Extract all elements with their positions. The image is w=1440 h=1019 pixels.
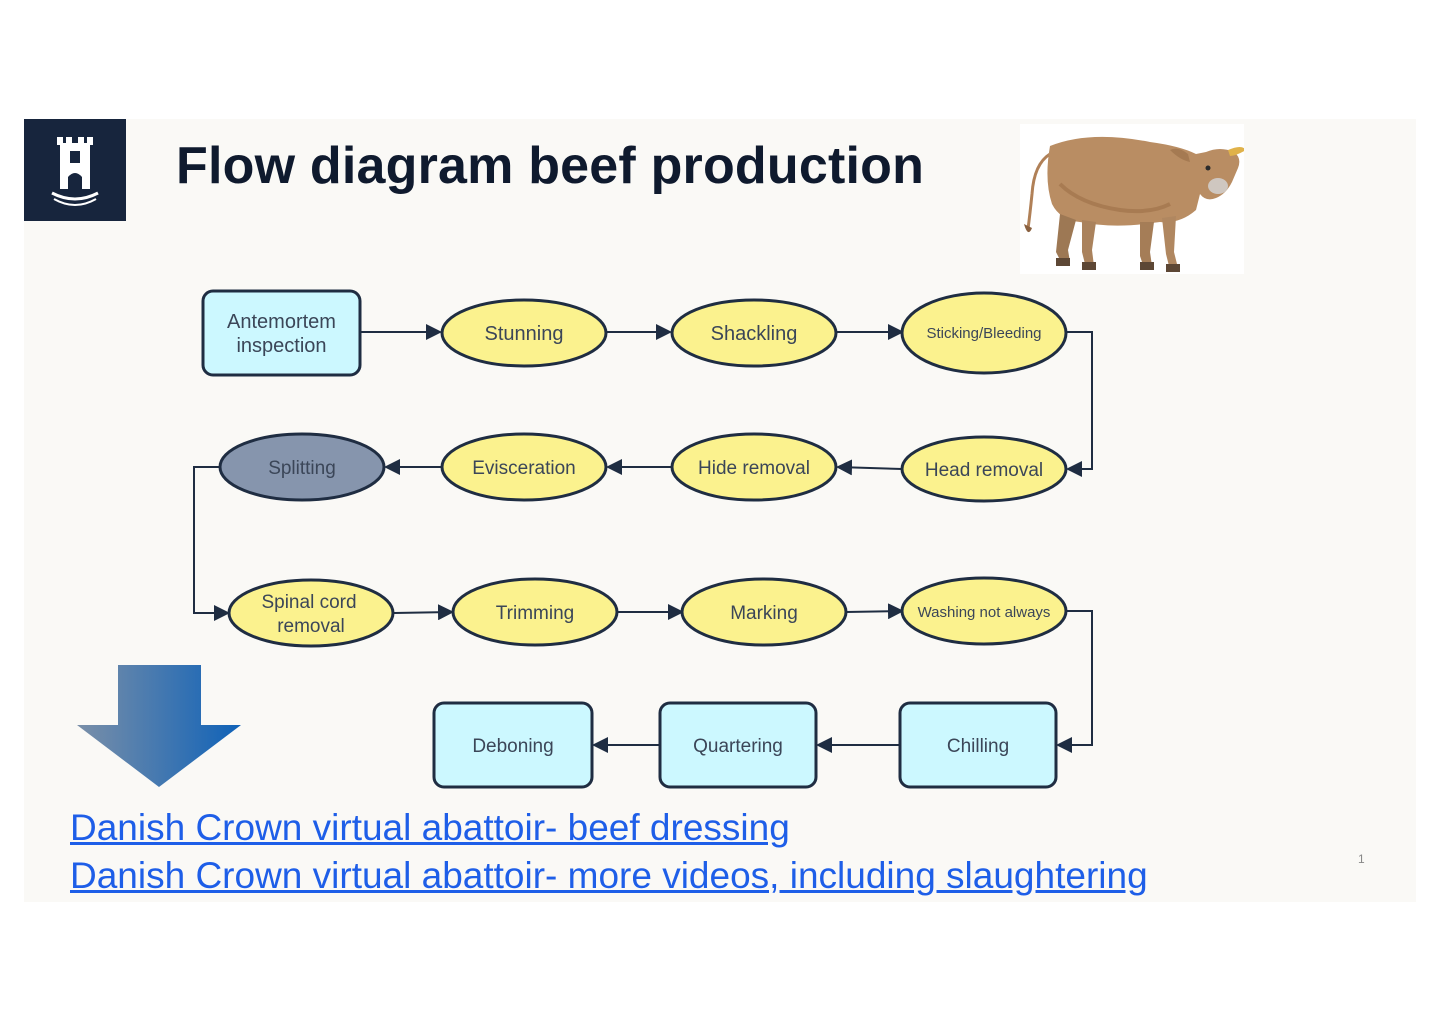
shackling-label: Shackling	[711, 323, 798, 345]
node-quartering: Quartering	[658, 701, 818, 789]
splitting-label: Splitting	[268, 458, 336, 479]
node-sticking-bleeding: Sticking/Bleeding	[900, 291, 1068, 375]
arrow-head-hide	[836, 459, 903, 476]
cow-image	[1020, 124, 1246, 274]
arrow-sticking-head	[1066, 331, 1093, 477]
cow-icon	[1024, 136, 1246, 272]
washing-label: Washing not always	[918, 604, 1051, 621]
node-trimming: Trimming	[451, 577, 619, 647]
stunning-label: Stunning	[485, 323, 564, 345]
node-evisceration: Evisceration	[440, 432, 608, 502]
arrow-marking-washing	[845, 603, 904, 620]
hide-removal-label: Hide removal	[698, 458, 810, 479]
spinal-label-line1: Spinal cord	[261, 592, 356, 613]
node-hide-removal: Hide removal	[670, 432, 838, 502]
node-deboning: Deboning	[432, 701, 594, 789]
node-head-removal: Head removal	[900, 435, 1068, 503]
link-more-videos[interactable]: Danish Crown virtual abattoir- more vide…	[70, 855, 1148, 896]
deboning-label: Deboning	[472, 736, 553, 757]
arrow-spinal-trimming	[393, 604, 454, 621]
quartering-label: Quartering	[693, 736, 783, 757]
node-spinal-cord-removal: Spinal cord removal	[227, 578, 395, 648]
node-chilling: Chilling	[898, 701, 1058, 789]
page-title: Flow diagram beef production	[176, 137, 925, 195]
chilling-label: Chilling	[947, 736, 1009, 757]
node-splitting: Splitting	[218, 432, 386, 502]
marking-label: Marking	[730, 603, 798, 624]
down-arrow-icon	[77, 665, 241, 787]
head-removal-label: Head removal	[925, 460, 1043, 481]
arrow-washing-chilling	[1056, 610, 1093, 753]
node-antemortem-inspection: Antemortem inspection	[201, 289, 362, 377]
node-marking: Marking	[680, 577, 848, 647]
link-beef-dressing[interactable]: Danish Crown virtual abattoir- beef dres…	[70, 807, 790, 848]
node-shackling: Shackling	[670, 298, 838, 368]
evisceration-label: Evisceration	[472, 458, 576, 479]
connectors	[193, 324, 1093, 753]
page-number: 1	[1358, 852, 1365, 866]
castle-icon	[51, 137, 99, 206]
node-stunning: Stunning	[440, 298, 608, 368]
video-links: Danish Crown virtual abattoir- beef dres…	[70, 804, 1148, 900]
university-logo	[24, 119, 126, 221]
trimming-label: Trimming	[496, 603, 574, 624]
node-washing: Washing not always	[900, 576, 1068, 646]
arrow-splitting-spinal	[193, 466, 230, 621]
antemortem-label-line2: inspection	[236, 335, 326, 357]
sticking-label: Sticking/Bleeding	[926, 325, 1041, 342]
spinal-label-line2: removal	[277, 616, 345, 637]
antemortem-label-line1: Antemortem	[227, 311, 336, 333]
